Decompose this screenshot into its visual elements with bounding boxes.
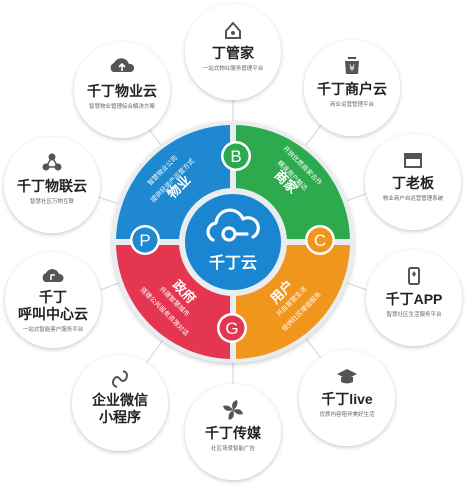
satellite-subtitle: 智慧物业管理综合解决方案 <box>89 102 156 110</box>
storefront-icon <box>404 153 422 168</box>
mini-program-icon <box>112 370 128 388</box>
badge-B: B <box>221 141 251 171</box>
satellite-title: 千丁传媒 <box>205 425 262 441</box>
badge-letter-P: P <box>139 231 150 250</box>
satellite-title: 千丁商户云 <box>317 81 387 97</box>
satellite-subtitle: 智慧社区生活服务平台 <box>386 310 442 318</box>
badge-C: C <box>305 225 335 255</box>
svg-text:¥: ¥ <box>349 64 355 74</box>
satellite-subtitle: 社区场景智能广告 <box>211 444 256 452</box>
cloud-upload-icon <box>110 58 135 72</box>
satellite-title: 丁老板 <box>392 175 435 191</box>
satellite-title-2: 呼叫中心云 <box>18 306 88 322</box>
satellite-subtitle: 物业商户自运营管理系统 <box>383 194 444 202</box>
yen-bag-icon: ¥ <box>345 57 359 74</box>
satellite-subtitle: 智慧社区万物互联 <box>30 197 75 205</box>
satellite-subtitle: 一站式智能客户服务平台 <box>23 325 84 333</box>
center-hub: 千丁云 <box>179 188 287 296</box>
satellite-title: 丁管家 <box>212 45 255 61</box>
satellite-title: 企业微信 <box>91 392 148 408</box>
pinwheel-icon <box>223 400 243 420</box>
badge-letter-G: G <box>225 319 238 338</box>
cloud-logo-icon <box>206 208 260 242</box>
badge-P: P <box>130 225 160 255</box>
satellite-subtitle: 一站式物业服务管理平台 <box>203 64 264 72</box>
iot-nodes-icon <box>42 153 62 171</box>
center-title: 千丁云 <box>209 254 257 272</box>
satellite-title: 千丁APP <box>386 291 443 307</box>
satellite-title: 千丁物联云 <box>17 178 87 194</box>
badge-letter-C: C <box>314 231 326 250</box>
satellite-subtitle: 商业运营管理平台 <box>330 100 375 108</box>
badge-G: G <box>217 313 247 343</box>
phone-icon <box>408 267 420 285</box>
graduation-cap-icon <box>337 369 357 384</box>
satellite-subtitle: 优质内容陪伴美好生活 <box>319 410 375 418</box>
satellite-3[interactable]: 千丁APP 智慧社区生活服务平台 <box>366 250 462 346</box>
satellite-title: 千丁物业云 <box>87 83 157 99</box>
badge-letter-B: B <box>230 147 241 166</box>
chat-cloud-icon <box>42 269 64 282</box>
house-icon <box>225 21 241 39</box>
satellite-title: 千丁 <box>39 289 67 305</box>
satellite-4[interactable]: 千丁live 优质内容陪伴美好生活 <box>299 350 395 446</box>
satellite-title-2: 小程序 <box>99 409 141 425</box>
satellite-title: 千丁live <box>321 391 373 407</box>
